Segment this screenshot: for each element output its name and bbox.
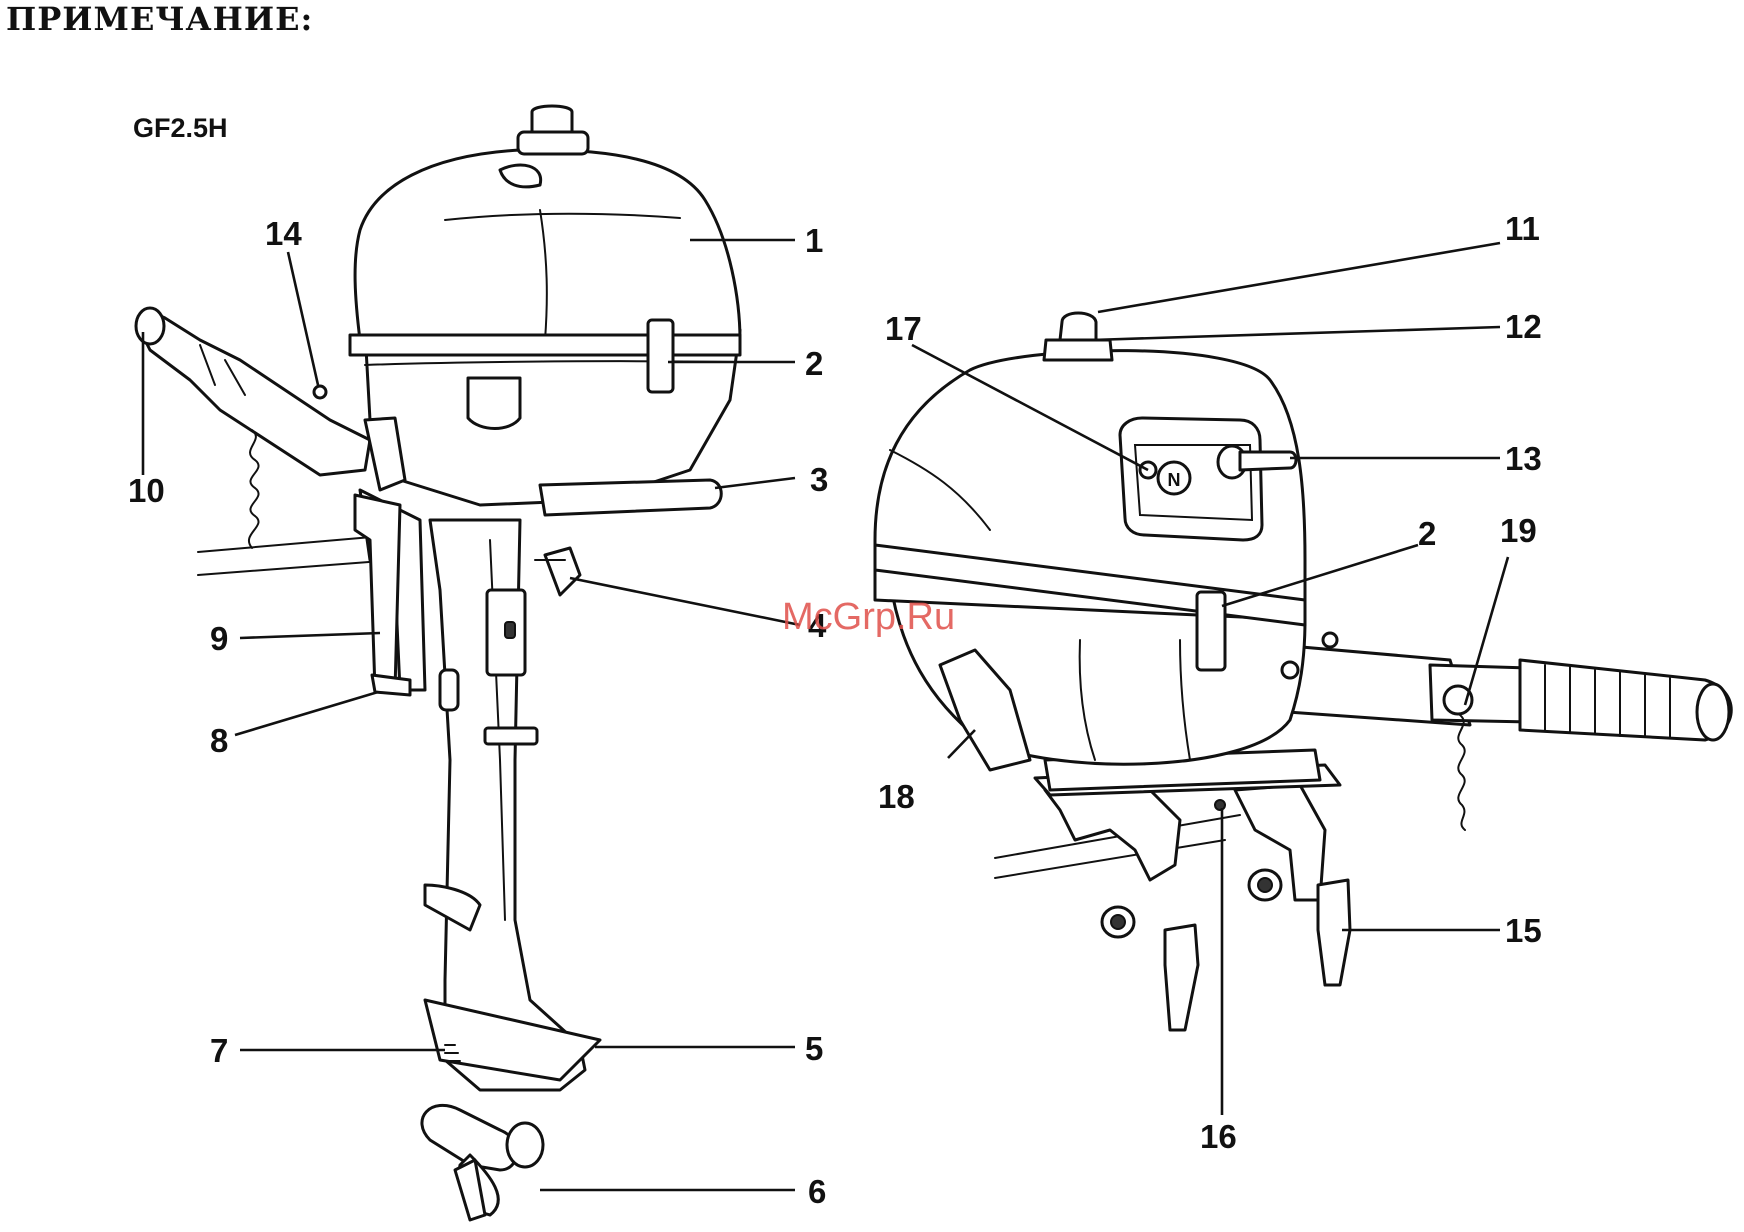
callout-1: 1 — [805, 222, 823, 259]
callout-12: 12 — [1505, 308, 1542, 345]
callout-16: 16 — [1200, 1118, 1237, 1155]
callout-14: 14 — [265, 215, 302, 252]
callout-15: 15 — [1505, 912, 1542, 949]
callout-17: 17 — [885, 310, 922, 347]
callout-2: 2 — [805, 345, 823, 382]
callout-19: 19 — [1500, 512, 1537, 549]
callout-18: 18 — [878, 778, 915, 815]
callout-9: 9 — [210, 620, 228, 657]
callout-8: 8 — [210, 722, 228, 759]
callout-7: 7 — [210, 1032, 228, 1069]
callout-13: 13 — [1505, 440, 1542, 477]
callout-5: 5 — [805, 1030, 823, 1067]
leader-lines — [143, 240, 1508, 1190]
watermark: McGrp.Ru — [782, 596, 955, 639]
callout-10: 10 — [128, 472, 165, 509]
callout-11: 11 — [1505, 210, 1540, 247]
callout-3: 3 — [810, 461, 828, 498]
neutral-symbol: N — [1168, 470, 1181, 490]
right-motor-illustration: N — [875, 313, 1731, 1030]
callout-2-right: 2 — [1418, 515, 1436, 552]
callout-6: 6 — [808, 1173, 826, 1210]
